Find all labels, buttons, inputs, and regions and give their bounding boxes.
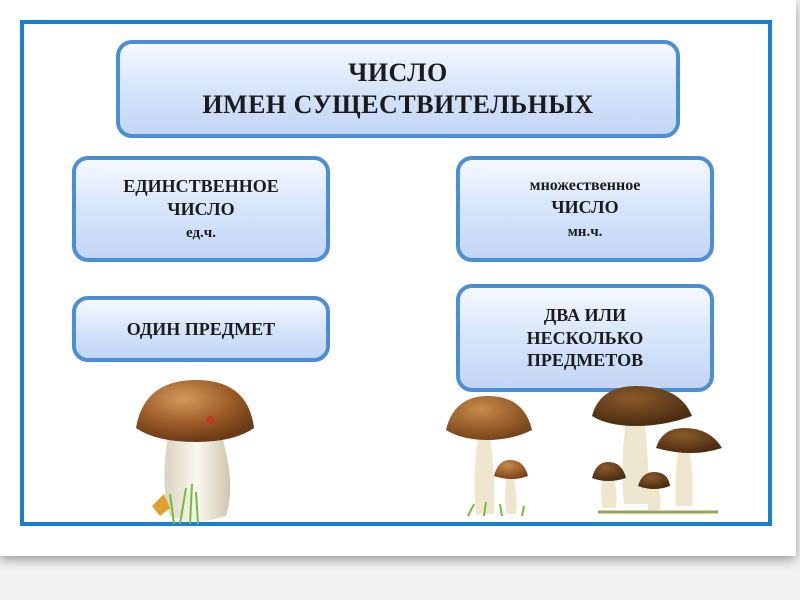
many-items-line-2: НЕСКОЛЬКО [526, 327, 644, 348]
plural-box: множественное ЧИСЛО мн.ч. [456, 156, 714, 262]
many-items-box: ДВА ИЛИ НЕСКОЛЬКО ПРЕДМЕТОВ [456, 284, 714, 392]
singular-box: ЕДИНСТВЕННОЕ ЧИСЛО ед.ч. [72, 156, 330, 262]
one-item-box: ОДИН ПРЕДМЕТ [72, 296, 330, 362]
plural-line-1: множественное [529, 177, 641, 195]
mushroom-cluster-icon [592, 386, 722, 514]
slide: ЧИСЛО ИМЕН СУЩЕСТВИТЕЛЬНЫХ ЕДИНСТВЕННОЕ … [0, 0, 796, 556]
plural-line-2: ЧИСЛО [551, 197, 619, 218]
plural-abbr: мн.ч. [567, 223, 603, 240]
many-items-line-1: ДВА ИЛИ [543, 305, 627, 326]
singular-line-1: ЕДИНСТВЕННОЕ [123, 176, 279, 197]
singular-abbr: ед.ч. [185, 225, 216, 242]
title-box: ЧИСЛО ИМЕН СУЩЕСТВИТЕЛЬНЫХ [116, 40, 680, 138]
title-line-1: ЧИСЛО [348, 57, 448, 87]
single-mushroom-icon [136, 380, 254, 525]
singular-line-2: ЧИСЛО [167, 198, 235, 219]
title-line-2: ИМЕН СУЩЕСТВИТЕЛЬНЫХ [202, 90, 594, 119]
many-items-line-3: ПРЕДМЕТОВ [526, 350, 644, 371]
one-item-label: ОДИН ПРЕДМЕТ [126, 318, 276, 339]
two-mushrooms-icon [446, 396, 532, 517]
